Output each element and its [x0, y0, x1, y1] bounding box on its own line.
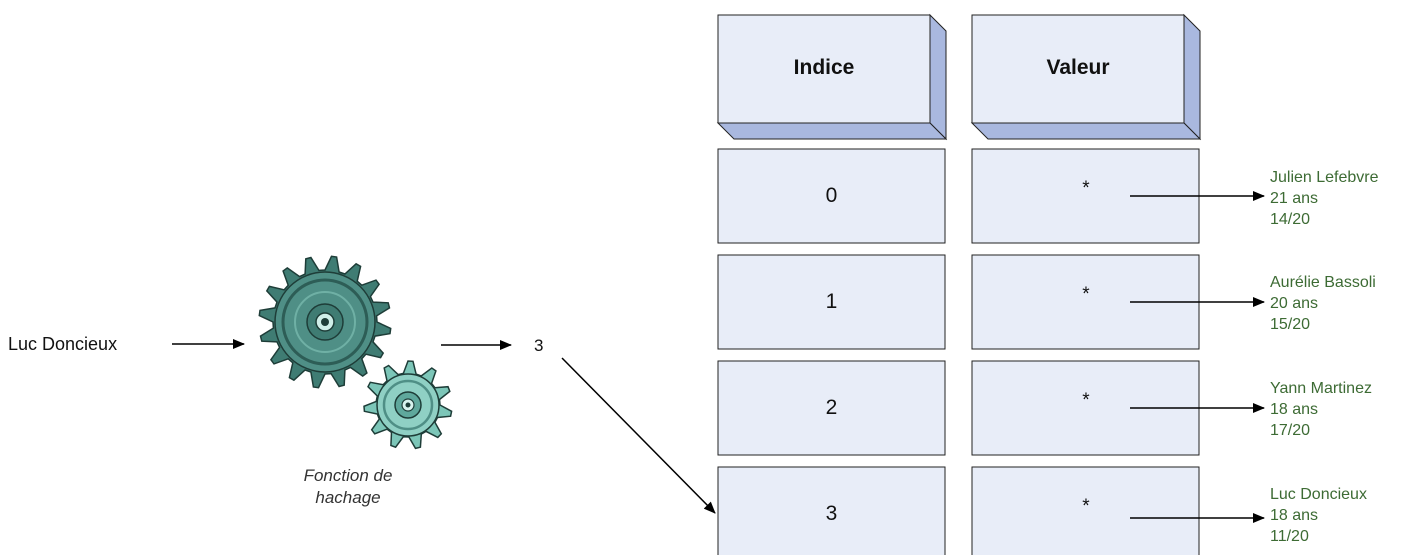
record-0: Julien Lefebvre 21 ans 14/20 [1270, 167, 1379, 230]
index-cell-1 [717, 254, 946, 350]
record-2-grade: 17/20 [1270, 422, 1311, 439]
gears-icon [258, 255, 453, 450]
pointer-arrows [1130, 191, 1265, 523]
record-3-grade: 11/20 [1270, 528, 1309, 545]
index-label-3: 3 [825, 502, 838, 525]
index-cell-3 [717, 466, 946, 555]
record-3: Luc Doncieux 18 ans 11/20 [1270, 484, 1367, 547]
index-cells [717, 148, 946, 555]
index-label-1: 1 [825, 290, 838, 313]
hash-function-label-line1: Fonction de [303, 466, 393, 485]
record-3-age: 18 ans [1270, 507, 1319, 524]
record-1-grade: 15/20 [1270, 316, 1311, 333]
record-2-age: 18 ans [1270, 401, 1319, 418]
record-1: Aurélie Bassoli 20 ans 15/20 [1270, 272, 1376, 335]
header-index-label: Indice [793, 56, 855, 79]
index-arrow [561, 357, 716, 514]
header-box-value [970, 13, 1202, 141]
value-pointer-3: * [1082, 496, 1090, 517]
record-1-age: 20 ans [1270, 295, 1319, 312]
record-0-age: 21 ans [1270, 190, 1319, 207]
index-label-2: 2 [825, 396, 838, 419]
input-key-label: Luc Doncieux [8, 334, 118, 354]
value-cells [971, 148, 1200, 555]
header-value-label: Valeur [1046, 56, 1110, 79]
hash-function-label-line2: hachage [315, 488, 381, 507]
record-2-name: Yann Martinez [1270, 380, 1372, 397]
record-0-name: Julien Lefebvre [1270, 169, 1379, 186]
hash-function-label: Fonction de hachage [268, 465, 428, 509]
value-pointer-0: * [1082, 178, 1090, 199]
record-0-grade: 14/20 [1270, 211, 1311, 228]
value-pointer-2: * [1082, 390, 1090, 411]
record-2: Yann Martinez 18 ans 17/20 [1270, 378, 1372, 441]
index-cell-2 [717, 360, 946, 456]
hash-output-value: 3 [534, 336, 544, 355]
record-3-name: Luc Doncieux [1270, 486, 1367, 503]
value-cell-3 [971, 466, 1200, 555]
header-box-index [716, 13, 948, 141]
index-cell-0 [717, 148, 946, 244]
value-pointer-1: * [1082, 284, 1090, 305]
record-1-name: Aurélie Bassoli [1270, 274, 1376, 291]
index-label-0: 0 [825, 184, 838, 207]
